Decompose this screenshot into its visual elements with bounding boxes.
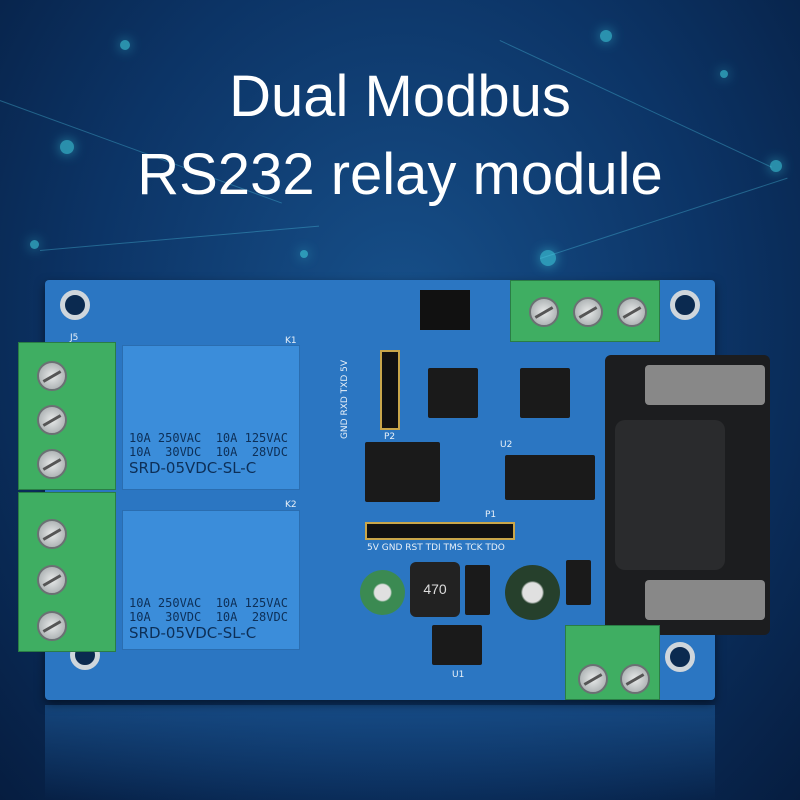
label-k1: K1	[285, 336, 297, 346]
mcu-chip	[365, 442, 440, 502]
board-reflection	[45, 705, 715, 800]
relay-model: SRD-05VDC-SL-C	[129, 624, 257, 642]
label-p2: P2	[384, 432, 396, 442]
mount-hole	[60, 290, 90, 320]
label-header-p1: 5V GND RST TDI TMS TCK TDO	[367, 543, 505, 553]
relay-model: SRD-05VDC-SL-C	[129, 459, 257, 477]
label-u1: U1	[452, 670, 465, 680]
relay-k2: 10A 250VAC 10A 125VAC 10A 30VDC 10A 28VD…	[122, 510, 300, 650]
db9-connector	[605, 355, 770, 635]
inductor: 470	[410, 562, 460, 617]
label-k2: K2	[285, 500, 297, 510]
relay-k1: 10A 250VAC 10A 125VAC 10A 30VDC 10A 28VD…	[122, 345, 300, 490]
title-line-2: RS232 relay module	[137, 142, 663, 207]
optocoupler	[428, 368, 478, 418]
label-header-p2: GND RXD TXD 5V	[340, 360, 350, 440]
pin-header-p1	[365, 522, 515, 540]
capacitor	[360, 570, 405, 615]
diode	[465, 565, 490, 615]
label-u2: U2	[500, 440, 513, 450]
mount-hole	[665, 642, 695, 672]
label-j5: J5	[70, 333, 79, 343]
label-p1: P1	[485, 510, 497, 520]
relay-rating-ac: 10A 250VAC 10A 125VAC	[129, 431, 288, 445]
relay-rating-dc: 10A 30VDC 10A 28VDC	[129, 610, 288, 624]
mount-hole	[670, 290, 700, 320]
terminal-block-input	[565, 625, 660, 700]
terminal-block-j4	[18, 492, 116, 652]
db9-screw	[645, 580, 765, 620]
capacitor	[505, 565, 560, 620]
diode	[566, 560, 591, 605]
optocoupler	[520, 368, 570, 418]
relay-rating-ac: 10A 250VAC 10A 125VAC	[129, 596, 288, 610]
terminal-block-j5	[18, 342, 116, 490]
rs232-chip-u2	[505, 455, 595, 500]
pin-header-p2	[380, 350, 400, 430]
regulator-u1	[432, 625, 482, 665]
db9-screw	[645, 365, 765, 405]
jumper	[420, 290, 470, 330]
relay-rating-dc: 10A 30VDC 10A 28VDC	[129, 445, 288, 459]
terminal-block-power	[510, 280, 660, 342]
title-line-1: Dual Modbus	[229, 64, 571, 129]
